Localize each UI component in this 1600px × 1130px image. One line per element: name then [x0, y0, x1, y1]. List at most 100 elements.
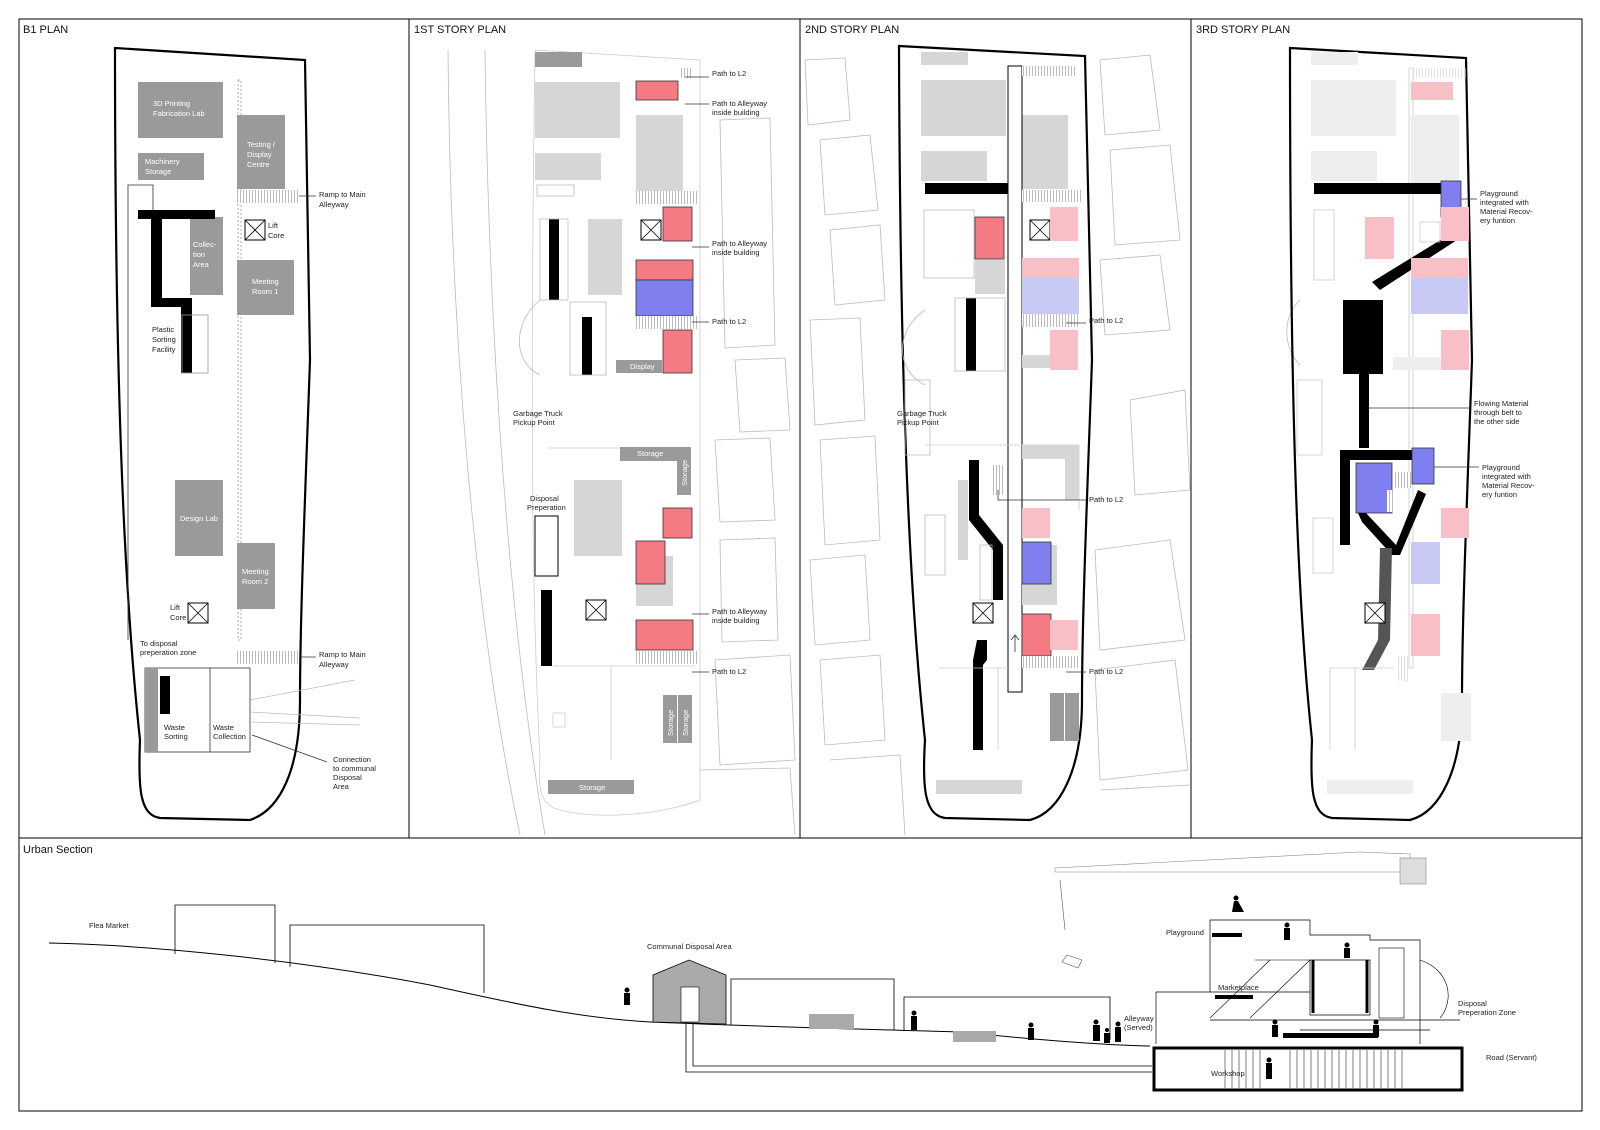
testing-room: [237, 115, 285, 189]
section-communal-label: Communal Disposal Area: [647, 942, 732, 951]
second-path-l2-a: Path to L2: [1089, 316, 1123, 325]
first-alley-c-2: inside building: [712, 616, 760, 625]
third-pg1-2: integrated with: [1480, 198, 1529, 207]
lift-core-label-2: Core: [268, 231, 284, 240]
panel-title-3rd: 3RD STORY PLAN: [1196, 24, 1290, 36]
b1-ramp-2: [237, 651, 299, 664]
third-flow-3: the other side: [1474, 417, 1519, 426]
first-disposal-1: Disposal: [530, 494, 559, 503]
testing-label-2: Display: [247, 150, 272, 159]
first-path-l2-c: Path to L2: [712, 667, 746, 676]
third-pg2-4: ery funtion: [1482, 490, 1517, 499]
section-alley-2: (Served): [1124, 1023, 1153, 1032]
second-belt: [1007, 65, 1023, 693]
meeting-room-2: [237, 543, 275, 609]
third-pg1-1: Playground: [1480, 189, 1518, 198]
design-lab-room: [175, 480, 223, 556]
first-garbage-1: Garbage Truck: [513, 409, 563, 418]
third-pg2-3: Material Recov-: [1482, 481, 1535, 490]
sorting-label-2: Sorting: [152, 335, 176, 344]
collection-room: [190, 217, 223, 295]
ramp1-label-2: Alleyway: [319, 200, 349, 209]
ramp1-label-1: Ramp to Main: [319, 190, 366, 199]
b1-ramp-1: [237, 190, 299, 203]
first-pink-room-g: [635, 619, 694, 651]
lift2-label-2: Core: [170, 613, 186, 622]
third-pg2-2: integrated with: [1482, 472, 1531, 481]
collection-label-2: tion: [193, 250, 205, 259]
panel-title-b1: B1 PLAN: [23, 24, 68, 36]
waste-collection-label-1: Waste: [213, 723, 234, 732]
third-flow-2: through belt to: [1474, 408, 1522, 417]
first-pink-room-a: [635, 80, 679, 101]
section-disposal-2: Preperation Zone: [1458, 1008, 1516, 1017]
waste-sorting-label-2: Sorting: [164, 732, 188, 741]
first-story-plan: Path to L2 Path to Alleyway inside build…: [513, 49, 767, 816]
first-alley-c-1: Path to Alleyway: [712, 607, 767, 616]
connection-label-2: to communal: [333, 764, 376, 773]
first-storage-b: Storage: [680, 460, 689, 486]
section-disposal-1: Disposal: [1458, 999, 1487, 1008]
first-storage-e: Storage: [579, 783, 605, 792]
first-pink-room-d: [662, 329, 693, 374]
first-display: [616, 360, 662, 373]
first-path-l2-a: Path to L2: [712, 69, 746, 78]
second-path-l2-b: Path to L2: [1089, 495, 1123, 504]
first-display-label: Display: [630, 362, 655, 371]
ramp2-label-2: Alleyway: [319, 660, 349, 669]
section-flea-label: Flea Market: [89, 921, 130, 930]
machinery-label-1: Machinery: [145, 157, 180, 166]
machinery-room: [138, 153, 204, 180]
panel-title-2nd: 2ND STORY PLAN: [805, 24, 899, 36]
section-road-label: Road (Servant): [1486, 1053, 1537, 1062]
first-storage-a: Storage: [637, 449, 663, 458]
design-lab-label: Design Lab: [180, 514, 218, 523]
meeting1-label-1: Meeting: [252, 277, 279, 286]
first-path-l2-b: Path to L2: [712, 317, 746, 326]
testing-label-1: Testing /: [247, 140, 276, 149]
first-blue-room: [635, 279, 694, 317]
meeting1-label-2: Room 1: [252, 287, 278, 296]
connection-label-3: Disposal: [333, 773, 362, 782]
third-playground-b: [1355, 462, 1393, 514]
ramp2-label-1: Ramp to Main: [319, 650, 366, 659]
section-alley-1: Alleyway: [1124, 1014, 1154, 1023]
second-garbage-2: Pickup Point: [897, 418, 940, 427]
first-storage-c: Storage: [666, 710, 675, 736]
second-outline: [897, 44, 1094, 822]
collection-label-1: Collec-: [193, 240, 217, 249]
first-alley-a-1: Path to Alleyway: [712, 99, 767, 108]
second-story-plan: Path to L2 Garbage Truck Pickup Point Pa…: [897, 44, 1123, 822]
waste-sorting-label-1: Waste: [164, 723, 185, 732]
b1-disposal-label-2: preperation zone: [140, 648, 196, 657]
section-workshop-label: Workshop: [1211, 1069, 1245, 1078]
section-workshop-basement: [1152, 1046, 1464, 1092]
connection-label-4: Area: [333, 782, 350, 791]
third-flow-1: Flowing Material: [1474, 399, 1529, 408]
collection-label-3: Area: [193, 260, 210, 269]
third-pg2-1: Playground: [1482, 463, 1520, 472]
fab-lab-label-1: 3D Printing: [153, 99, 190, 108]
third-outline: [1288, 46, 1474, 822]
b1-plan: 3D Printing Fabrication Lab Machinery St…: [113, 46, 376, 822]
meeting2-label-1: Meeting: [242, 567, 269, 576]
first-garbage-2: Pickup Point: [513, 418, 556, 427]
b1-conveyor: [138, 210, 215, 373]
section-marketplace-label: Marketplace: [1218, 983, 1259, 992]
frame: [18, 18, 1583, 1112]
lift2-label-1: Lift: [170, 603, 181, 612]
first-pink-room-f: [635, 540, 666, 585]
machinery-label-2: Storage: [145, 167, 171, 176]
lift-core-label-1: Lift: [268, 221, 279, 230]
section-playground-label: Playground: [1166, 928, 1204, 937]
b1-outline: [113, 46, 312, 822]
third-pg1-3: Material Recov-: [1480, 207, 1533, 216]
b1-disposal-label-1: To disposal: [140, 639, 178, 648]
meeting2-label-2: Room 2: [242, 577, 268, 586]
first-pink-room-b: [662, 206, 693, 242]
first-alley-a-2: inside building: [712, 108, 760, 117]
testing-label-3: Centre: [247, 160, 270, 169]
third-pg1-4: ery funtion: [1480, 216, 1515, 225]
urban-section: Flea Market Communal Disposal Area Alley…: [48, 851, 1537, 1092]
